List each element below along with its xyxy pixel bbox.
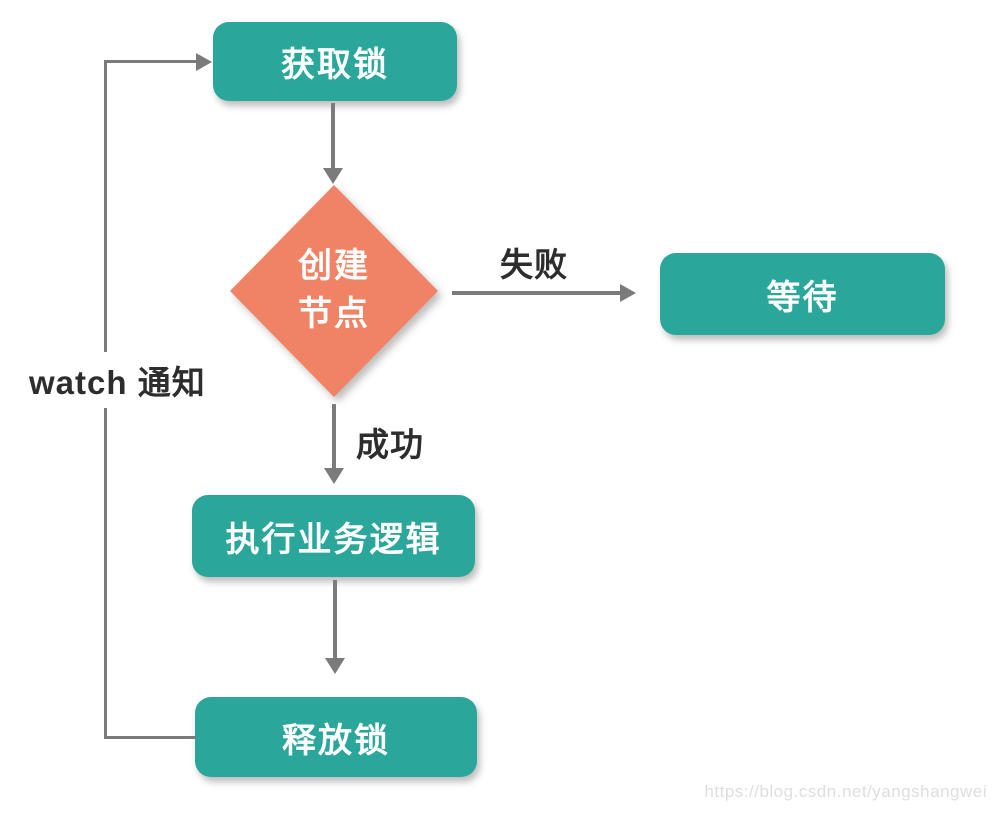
connector-create-fail: [452, 291, 622, 295]
node-execute-logic: 执行业务逻辑: [192, 495, 475, 577]
edge-label-watch-notify: watch 通知: [27, 352, 208, 408]
connector-acquire-to-create: [331, 103, 335, 170]
connector-execute-to-release: [333, 580, 337, 660]
edge-label-success: 成功: [356, 426, 424, 463]
arrowhead-down-icon: [323, 168, 343, 184]
node-acquire-lock-label: 获取锁: [281, 46, 389, 84]
connector-create-success: [332, 404, 336, 470]
node-wait: 等待: [660, 253, 945, 335]
edge-label-fail: 失败: [500, 246, 568, 283]
node-acquire-lock: 获取锁: [213, 22, 457, 101]
node-create-node: 创建 节点: [230, 185, 438, 397]
connector-watch-top-segment: [104, 60, 198, 63]
arrowhead-down-icon: [324, 468, 344, 484]
arrowhead-right-icon: [196, 53, 212, 71]
node-release-lock-label: 释放锁: [282, 721, 390, 760]
node-create-node-label-line2: 节点: [298, 295, 370, 333]
node-create-node-label-line1: 创建: [298, 247, 370, 286]
arrowhead-right-icon: [620, 284, 636, 302]
arrowhead-down-icon: [325, 658, 345, 674]
watermark-url: https://blog.csdn.net/yangshangwei: [704, 782, 987, 801]
diamond-shape: 创建 节点: [230, 185, 438, 397]
node-wait-label: 等待: [766, 278, 839, 317]
node-execute-logic-label: 执行业务逻辑: [225, 520, 442, 559]
connector-watch-bottom-segment: [104, 736, 196, 739]
node-release-lock: 释放锁: [195, 697, 477, 777]
